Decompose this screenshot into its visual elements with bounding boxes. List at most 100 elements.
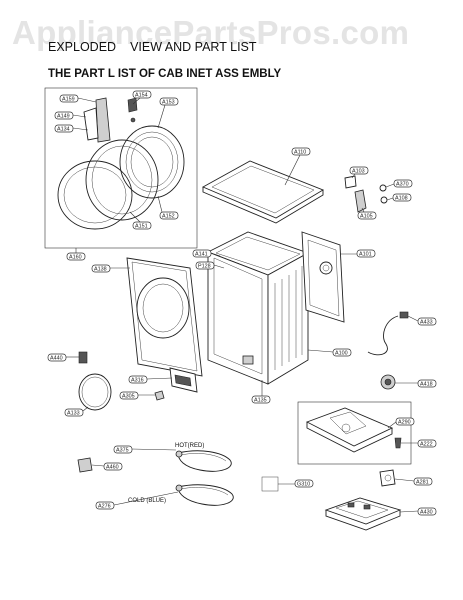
drain-cap	[379, 469, 396, 487]
svg-text:A108: A108	[395, 196, 408, 202]
callout-A154: A154	[132, 90, 152, 105]
callout-A290: A290	[387, 417, 415, 429]
hot-hose-label: HOT(RED)	[175, 443, 204, 449]
svg-text:A103: A103	[352, 169, 365, 175]
svg-text:A152: A152	[162, 214, 175, 220]
svg-text:A153: A153	[162, 100, 175, 106]
leg-screw	[154, 390, 165, 401]
door-lock-hook	[127, 97, 138, 113]
callout-A149: A149	[54, 111, 87, 120]
callout-A103: A103	[349, 166, 369, 179]
svg-text:A433: A433	[420, 320, 433, 326]
cabinet-right-side	[267, 252, 309, 385]
power-cord	[367, 315, 399, 356]
callout-A110: A110	[284, 147, 311, 186]
fitting-a108	[380, 196, 388, 204]
callout-A138: A138	[91, 264, 130, 273]
front-panel	[126, 257, 203, 377]
door-screw	[130, 117, 136, 123]
callout-A430: A430	[399, 507, 437, 516]
callout-A460: A460	[91, 462, 123, 471]
callout-A101: A101	[340, 249, 376, 258]
svg-text:A151: A151	[135, 224, 148, 230]
svg-text:A160: A160	[69, 255, 82, 261]
svg-text:A105: A105	[360, 214, 373, 220]
callout-A141: A141	[192, 249, 221, 258]
door-lock-switch	[78, 351, 88, 364]
callout-A105: A105	[357, 207, 377, 220]
svg-text:A276: A276	[98, 504, 111, 510]
callout-A100: A100	[307, 348, 352, 357]
svg-text:A133: A133	[67, 411, 80, 417]
front-panel-opening	[136, 277, 190, 339]
callout-P128: P128	[195, 261, 225, 270]
door-hinge	[83, 107, 99, 141]
callout-A281: A281	[394, 477, 433, 486]
callout-A134: A134	[54, 124, 89, 133]
callout-A305: A305	[119, 391, 155, 400]
svg-text:A141: A141	[195, 252, 208, 258]
callout-A152: A152	[157, 195, 179, 220]
svg-text:A290: A290	[398, 420, 411, 426]
svg-text:A460: A460	[106, 465, 119, 471]
svg-text:P128: P128	[198, 264, 211, 270]
watermark: AppliancePartsPros.com	[12, 14, 410, 51]
callout-A160: A160	[66, 248, 86, 261]
callout-A370: A370	[385, 179, 413, 188]
callout-A276: A276	[95, 491, 179, 510]
svg-text:A370: A370	[396, 182, 409, 188]
fitting-a370	[379, 184, 387, 192]
hose-bracket	[77, 457, 93, 473]
callout-A133: A133	[64, 406, 89, 417]
title-view-part-list: VIEW AND PART LIST	[130, 40, 257, 54]
page-title: EXPLODED VIEW AND PART LIST	[48, 40, 257, 54]
door-assembly-frame	[44, 87, 198, 249]
svg-text:A281: A281	[416, 480, 429, 486]
svg-text:A110: A110	[294, 150, 306, 156]
callout-A153: A153	[157, 97, 179, 129]
callout-A375: A375	[113, 445, 177, 454]
svg-text:A135: A135	[254, 398, 267, 404]
callout-A433: A433	[407, 315, 437, 326]
callout-G310: G310	[278, 479, 314, 488]
inlet-hose-hot	[177, 450, 232, 472]
callout-A222: A222	[401, 439, 437, 448]
cabinet-foot-bracket	[242, 355, 254, 365]
svg-text:A316: A316	[131, 378, 144, 384]
power-plug	[399, 311, 409, 319]
owners-manual	[261, 476, 279, 492]
door-frame-ring	[85, 139, 159, 221]
base-screw	[394, 437, 402, 449]
svg-text:A222: A222	[420, 442, 433, 448]
callout-A108: A108	[386, 193, 412, 202]
callout-A440: A440	[47, 353, 79, 362]
gasket-ring	[78, 373, 112, 411]
callout-A135: A135	[251, 380, 271, 404]
top-plate	[201, 160, 325, 219]
svg-text:A418: A418	[420, 382, 433, 388]
svg-text:A134: A134	[57, 127, 70, 133]
title-exploded: EXPLODED	[48, 40, 117, 54]
door-cover-ring	[119, 125, 185, 199]
callout-A316: A316	[128, 375, 173, 384]
svg-text:A159: A159	[62, 97, 75, 103]
svg-text:A305: A305	[122, 394, 135, 400]
svg-text:A101: A101	[359, 252, 372, 258]
svg-text:A440: A440	[50, 356, 63, 362]
cold-hose-label: COLD (BLUE)	[128, 498, 166, 504]
back-panel-vent	[319, 261, 333, 275]
svg-text:A138: A138	[94, 267, 107, 273]
drain-pump-cap	[344, 175, 357, 189]
callout-A151: A151	[129, 211, 152, 230]
svg-text:A100: A100	[335, 351, 348, 357]
svg-text:A149: A149	[57, 114, 70, 120]
callout-A418: A418	[395, 379, 437, 388]
section-title: THE PART L IST OF CAB INET ASS EMBLY	[48, 68, 282, 80]
callout-A159: A159	[59, 94, 97, 103]
back-panel	[301, 231, 345, 323]
svg-text:G310: G310	[297, 482, 310, 488]
inlet-hose-cold	[177, 484, 234, 506]
svg-text:A154: A154	[135, 93, 148, 99]
